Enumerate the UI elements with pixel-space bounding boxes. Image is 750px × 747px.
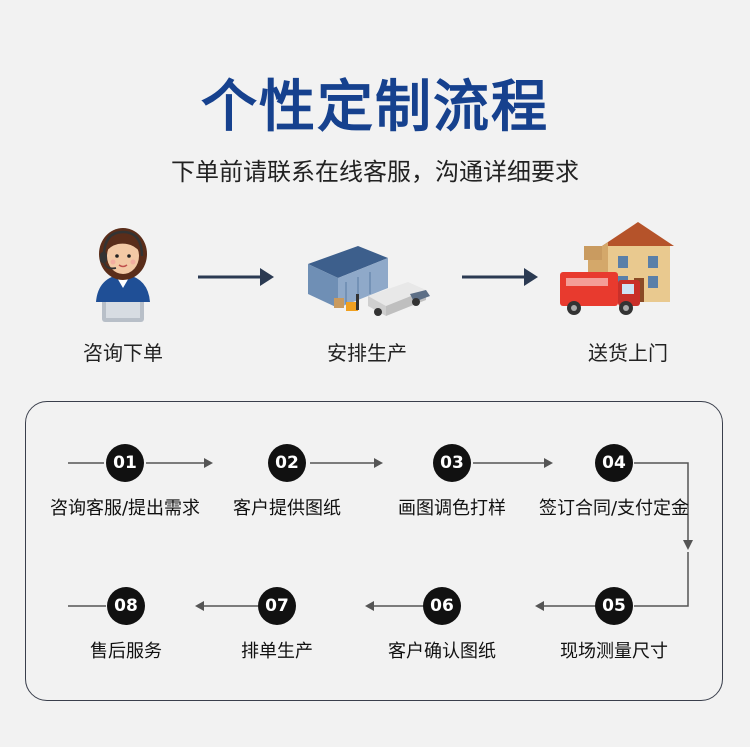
arrow-right-icon <box>544 458 553 468</box>
delivery-truck-house-icon <box>560 222 674 315</box>
page-title: 个性定制流程 <box>201 75 549 140</box>
arrow-right-icon <box>462 268 538 286</box>
step-label-05: 现场测量尺寸 <box>560 641 668 662</box>
step-label-04: 签订合同/支付定金 <box>538 498 690 519</box>
process-flow-box <box>25 401 723 701</box>
arrow-down-icon <box>683 540 693 550</box>
step-label-03: 画图调色打样 <box>398 498 506 519</box>
step-label-07: 排单生产 <box>241 641 313 662</box>
top-step-label-consult: 咨询下单 <box>83 341 163 365</box>
arrow-right-icon <box>198 268 274 286</box>
arrow-left-icon <box>535 601 544 611</box>
arrow-right-icon <box>374 458 383 468</box>
step-number-04: 04 <box>595 444 633 482</box>
step-number-08: 08 <box>107 587 145 625</box>
step-number-01: 01 <box>106 444 144 482</box>
factory-warehouse-icon <box>308 246 430 316</box>
step-number-06: 06 <box>423 587 461 625</box>
customer-service-agent-icon <box>96 228 150 322</box>
step-label-01: 咨询客服/提出需求 <box>49 498 201 519</box>
step-label-08: 售后服务 <box>90 641 162 662</box>
page-subtitle: 下单前请联系在线客服，沟通详细要求 <box>171 158 579 186</box>
step-label-06: 客户确认图纸 <box>388 641 496 662</box>
step-number-05: 05 <box>595 587 633 625</box>
top-step-label-production: 安排生产 <box>327 341 407 365</box>
step-number-07: 07 <box>258 587 296 625</box>
step-number-02: 02 <box>268 444 306 482</box>
arrow-left-icon <box>365 601 374 611</box>
top-step-label-delivery: 送货上门 <box>588 341 668 365</box>
arrow-right-icon <box>204 458 213 468</box>
step-label-02: 客户提供图纸 <box>233 498 341 519</box>
arrow-left-icon <box>195 601 204 611</box>
step-number-03: 03 <box>433 444 471 482</box>
